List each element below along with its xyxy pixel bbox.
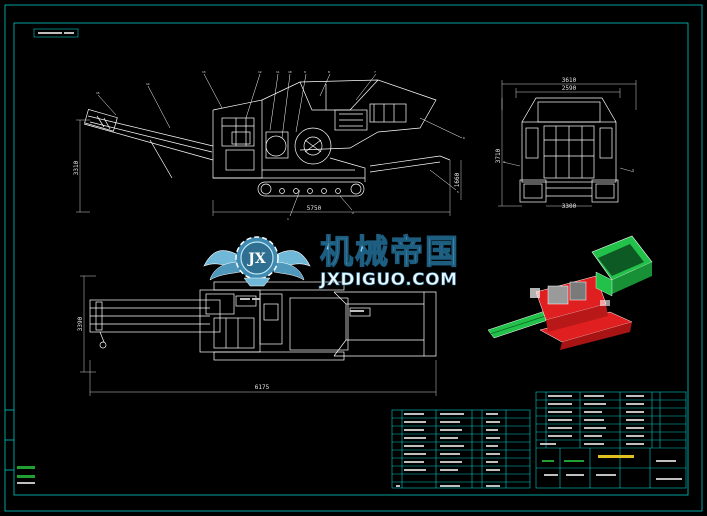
svg-text:7: 7 [374,70,376,74]
svg-text:14: 14 [146,82,150,86]
front-inner-width-dimension: 2590 [562,85,577,92]
main-title-block [535,391,687,489]
side-right-dimension: 1660 [454,172,461,187]
gear-icon [235,236,279,280]
drawing-number-box [33,28,79,38]
left-strip-marks [17,466,35,484]
logo-chinese-name: 机械帝国 [320,232,460,271]
side-height-dimension: 3310 [73,160,80,175]
side-length-dimension: 5750 [307,205,322,212]
svg-text:13: 13 [202,70,206,74]
main-title-block-cells [540,395,682,480]
front-height-dimension: 3710 [495,148,502,163]
side-view-dimension-lines [76,119,462,216]
front-track-dimension: 3300 [562,203,577,210]
top-width-dimension: 3390 [77,316,84,331]
svg-text:5: 5 [457,190,459,194]
svg-text:11: 11 [276,70,280,74]
top-view [89,281,437,361]
svg-text:8: 8 [328,70,330,74]
svg-text:9: 9 [304,70,306,74]
isometric-model [487,235,653,350]
top-length-dimension: 6175 [255,384,270,391]
sheet-frame [4,4,703,512]
svg-text:12: 12 [258,70,262,74]
side-view [83,79,451,182]
front-overall-width-dimension: 3610 [562,77,577,84]
side-view-balloon-numbers: 15 14 13 12 11 10 9 8 7 6 5 1 2 [96,70,465,221]
front-balloon-4: 4 [503,160,505,164]
side-view-leaders [97,73,463,217]
front-balloon-3: 3 [632,168,634,172]
svg-text:15: 15 [96,91,100,95]
front-view-dimension-lines [498,80,637,207]
svg-text:2: 2 [352,211,354,215]
parts-list-table [391,409,531,489]
logo-badge-text: JX [246,251,266,267]
logo-domain: JXDIGUO.COM [319,270,458,290]
svg-text:6: 6 [463,136,465,140]
brand-logo: JX 机械帝国 JXDIGUO.COM [203,231,460,290]
side-view-track [257,181,365,197]
parts-list-cells [396,413,500,487]
front-view [519,97,619,203]
svg-text:10: 10 [288,70,292,74]
top-view-labels [240,298,364,312]
top-view-dimension-lines [80,275,437,396]
svg-text:1: 1 [287,217,289,221]
